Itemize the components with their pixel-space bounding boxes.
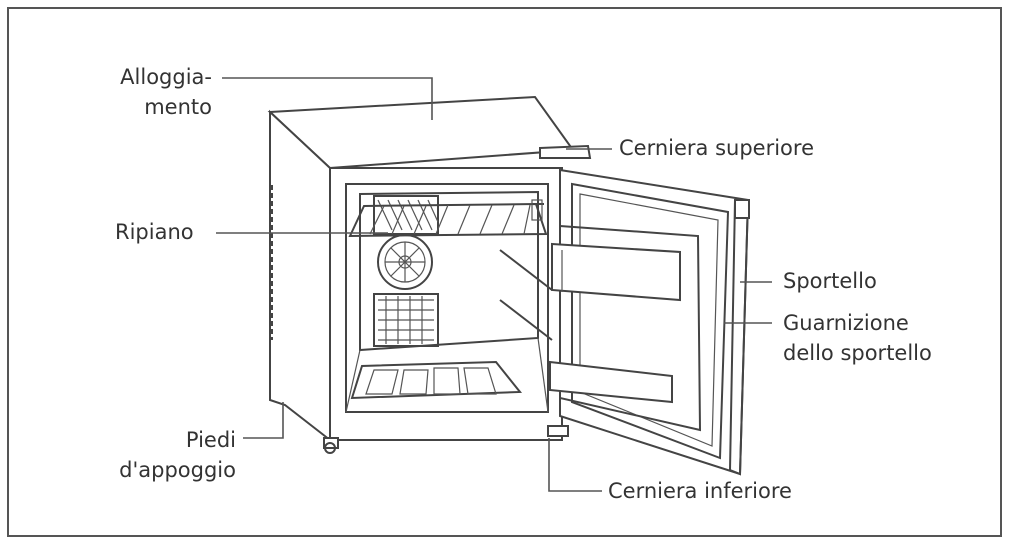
fan-icon	[377, 234, 433, 290]
leader-feet	[243, 402, 284, 439]
label-housing: Alloggia- mento	[92, 62, 212, 122]
label-bottom-hinge: Cerniera inferiore	[608, 479, 792, 503]
fridge-cabinet	[267, 95, 575, 443]
heat-exchanger	[373, 293, 439, 347]
label-feet-line2: d'appoggio	[119, 458, 236, 482]
label-feet: Piedi d'appoggio	[60, 425, 236, 485]
label-gasket-line2: dello sportello	[783, 341, 932, 365]
label-gasket-line1: Guarnizione	[783, 311, 909, 335]
label-shelf: Ripiano	[115, 220, 194, 244]
leader-bottom-hinge	[548, 438, 602, 492]
label-top-hinge: Cerniera superiore	[619, 136, 814, 160]
label-door: Sportello	[783, 269, 877, 293]
label-feet-line1: Piedi	[185, 428, 236, 452]
floor-tray	[350, 360, 523, 400]
leader-housing	[222, 77, 433, 120]
leader-lines	[216, 77, 772, 492]
diagram-frame	[7, 7, 1002, 537]
fridge-door	[539, 144, 750, 476]
door-rails	[499, 199, 553, 341]
feet	[323, 437, 339, 454]
label-housing-line2: mento	[144, 95, 212, 119]
label-gasket: Guarnizione dello sportello	[783, 308, 932, 368]
label-housing-line1: Alloggia-	[120, 65, 212, 89]
